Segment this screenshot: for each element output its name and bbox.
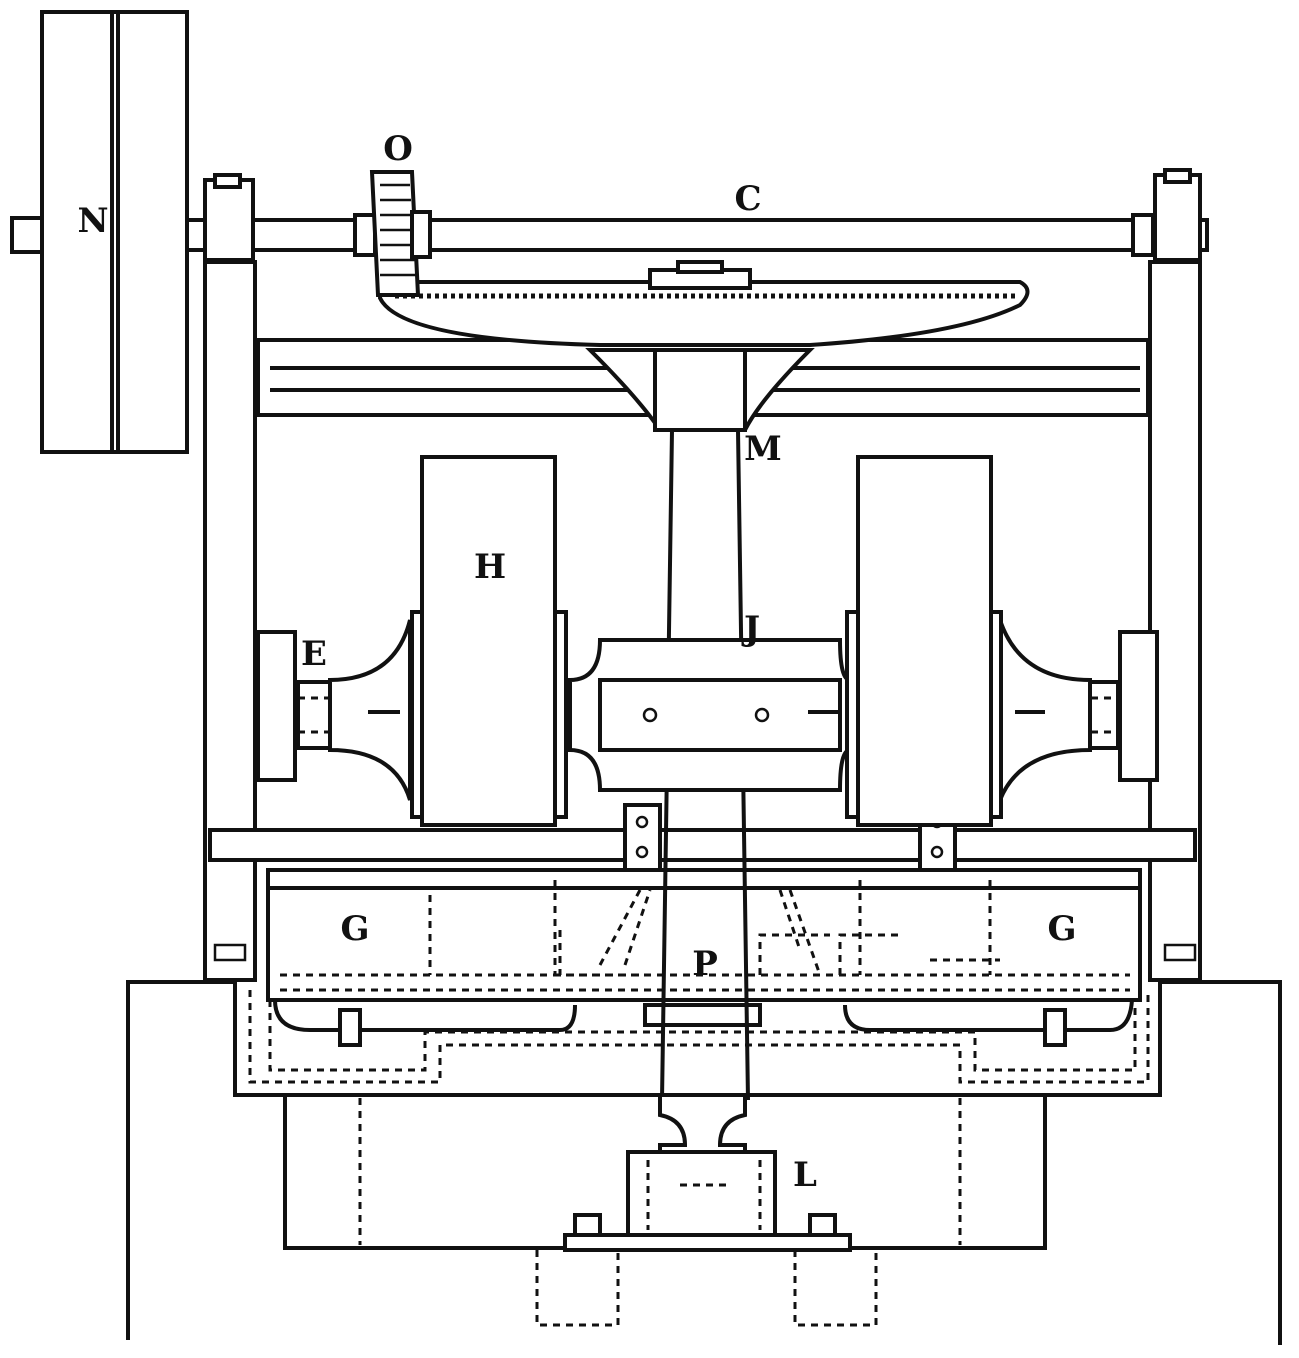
label-h: H [474, 547, 506, 587]
label-m: M [744, 429, 782, 469]
bevel-wheel [377, 260, 1030, 347]
label-c: C [734, 179, 761, 219]
labels: N O C M H J E G G P L [77, 129, 1076, 1195]
main-shaft [185, 168, 1209, 262]
label-n: N [77, 201, 108, 241]
roller-left [410, 455, 568, 827]
label-p: P [692, 944, 718, 984]
crossbeam [256, 338, 1150, 432]
roller-right [845, 455, 1003, 827]
label-e: E [301, 634, 327, 674]
roller-axle [256, 619, 1159, 801]
pan [266, 868, 1142, 1047]
label-g-right: G [1047, 909, 1076, 949]
frame [203, 260, 1202, 982]
pinion-gear [369, 170, 432, 297]
label-l: L [793, 1155, 817, 1195]
footstep-bearing [563, 1150, 852, 1252]
vertical-shaft [658, 429, 750, 1162]
label-j: J [741, 609, 760, 649]
pulley [10, 10, 189, 454]
label-o: O [383, 129, 413, 169]
label-g-left: G [340, 909, 369, 949]
